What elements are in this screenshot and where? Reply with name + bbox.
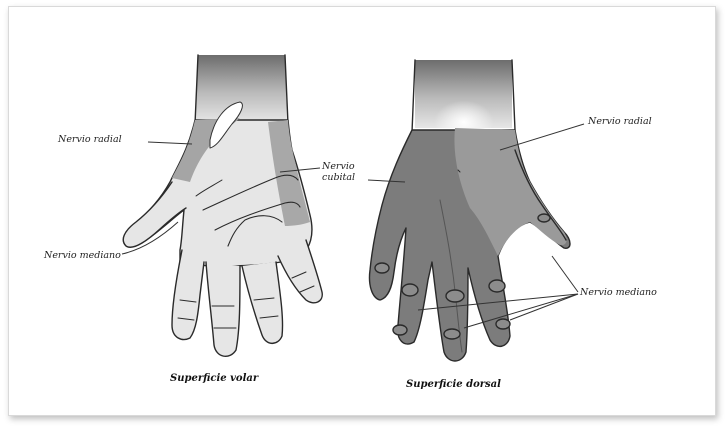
dorsal-hand: [369, 60, 570, 361]
leader-radial-left: [148, 142, 192, 144]
label-nervio-radial-right: Nervio radial: [588, 117, 652, 128]
caption-superficie-dorsal: Superficie dorsal: [406, 379, 501, 390]
leader-mediano-right-1: [552, 256, 578, 292]
caption-superficie-volar: Superficie volar: [170, 373, 258, 384]
label-nervio-mediano-left: Nervio mediano: [44, 251, 121, 262]
label-cubital-line2: cubital: [322, 173, 355, 184]
label-nervio-cubital: Nervio cubital: [322, 162, 355, 184]
volar-hand: [123, 55, 322, 356]
label-nervio-mediano-right: Nervio mediano: [580, 288, 657, 299]
label-nervio-radial-left: Nervio radial: [58, 135, 122, 146]
